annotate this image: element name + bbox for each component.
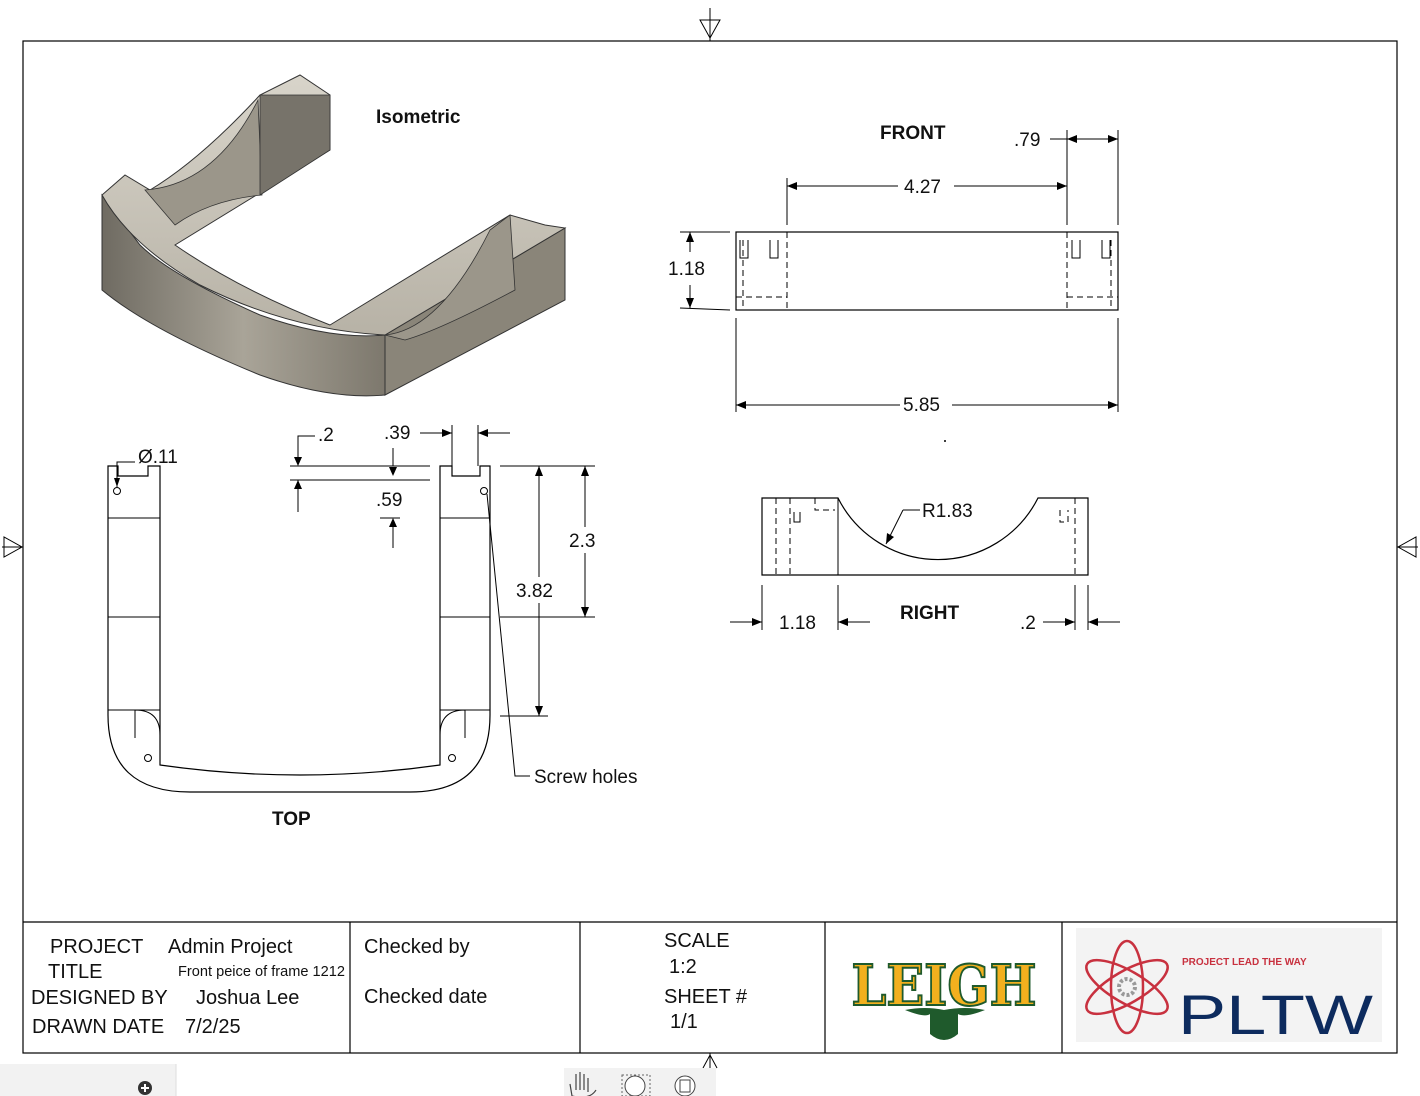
pltw-logo: PROJECT LEAD THE WAY PLTW — [1076, 928, 1382, 1046]
screw-holes-note: Screw holes — [534, 767, 638, 788]
dim-top-width-b: .39 — [384, 423, 410, 444]
center-marker-right — [1396, 536, 1418, 558]
project-value: Admin Project — [168, 936, 293, 958]
title-block: PROJECT Admin Project TITLE Front peice … — [23, 921, 1397, 1053]
project-label: PROJECT — [50, 936, 143, 958]
dim-top-offset-a: .2 — [318, 425, 334, 446]
pltw-wordmark: PLTW — [1178, 983, 1373, 1046]
isometric-view: Isometric — [101, 74, 567, 397]
bottom-left-panel — [0, 1064, 177, 1096]
dim-right-block-width: 1.18 — [779, 613, 816, 634]
isometric-label: Isometric — [376, 107, 461, 128]
leigh-logo-text: LEIGH — [852, 953, 1037, 1019]
longhorn-icon — [905, 1008, 985, 1040]
scale-value: 1:2 — [669, 956, 697, 978]
designed-by-label: DESIGNED BY — [31, 987, 168, 1009]
right-view: R1.83 RIGHT 1.18 .2 — [730, 440, 1120, 634]
dim-hole-diameter: Ø.11 — [138, 447, 178, 468]
center-marker-left — [2, 536, 24, 558]
drawn-date-label: DRAWN DATE — [32, 1016, 164, 1038]
front-view: FRONT .79 4.27 1.18 5.85 — [668, 123, 1119, 416]
checked-by-label: Checked by — [364, 936, 470, 958]
leigh-logo: LEIGH — [851, 952, 1038, 1040]
dim-front-overall-width: 5.85 — [903, 395, 940, 416]
center-marker-bottom — [702, 1053, 718, 1070]
checked-date-label: Checked date — [364, 986, 487, 1008]
atom-icon — [1085, 939, 1169, 1035]
pltw-tagline: PROJECT LEAD THE WAY — [1182, 957, 1307, 968]
right-label: RIGHT — [900, 603, 960, 624]
designed-by-value: Joshua Lee — [196, 987, 299, 1009]
zoom-fit-icon[interactable] — [674, 1075, 696, 1096]
dim-top-depth-b: 3.82 — [516, 581, 553, 602]
sheet-value: 1/1 — [670, 1011, 698, 1033]
title-label: TITLE — [48, 961, 102, 983]
dim-top-depth-a: 2.3 — [569, 531, 595, 552]
drawn-date-value: 7/2/25 — [185, 1016, 241, 1038]
pan-hand-icon[interactable] — [569, 1072, 597, 1096]
dim-front-inner-width: 4.27 — [904, 177, 941, 198]
top-label: TOP — [272, 809, 311, 830]
scale-label: SCALE — [664, 930, 730, 952]
zoom-window-icon[interactable] — [621, 1074, 651, 1096]
sheet-label: SHEET # — [664, 986, 748, 1008]
top-view: Ø.11 .2 .39 .59 2.3 3.82 Screw holes TOP — [107, 423, 638, 830]
title-value: Front peice of frame 1212 — [178, 963, 345, 980]
dim-front-width-small: .79 — [1014, 130, 1040, 151]
dim-front-height: 1.18 — [668, 259, 705, 280]
dim-top-offset-c: .59 — [376, 490, 402, 511]
dim-right-offset: .2 — [1020, 613, 1036, 634]
front-label: FRONT — [880, 123, 946, 144]
plus-circle-icon[interactable] — [138, 1081, 152, 1095]
view-toolbar — [564, 1068, 716, 1096]
dim-right-radius: R1.83 — [922, 501, 973, 522]
center-marker-top — [699, 8, 721, 41]
